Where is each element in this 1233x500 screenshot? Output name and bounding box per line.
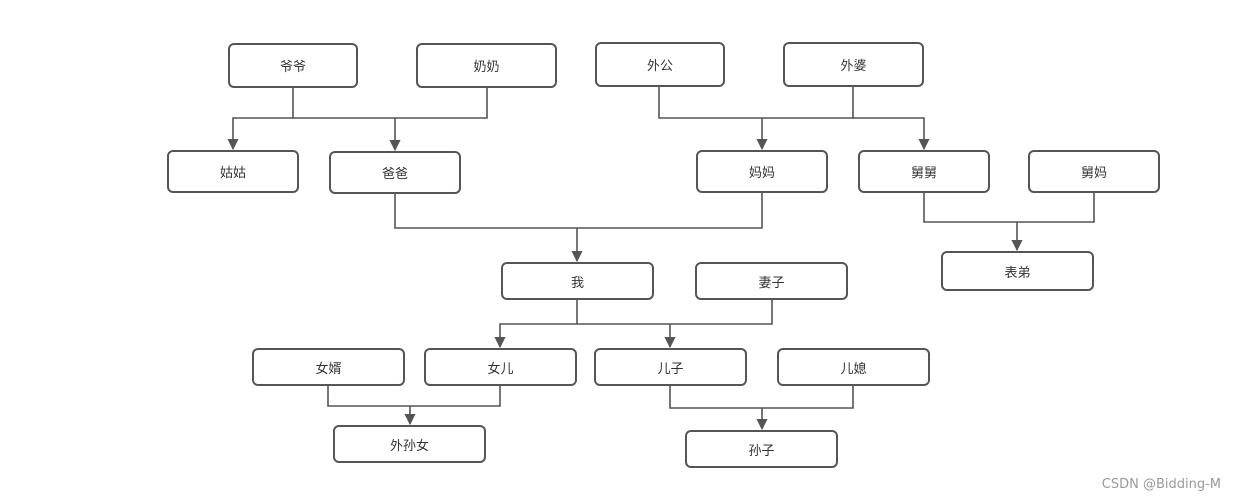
node-nver: 女儿 <box>424 348 577 386</box>
node-erxi: 儿媳 <box>777 348 930 386</box>
node-waisunnv: 外孙女 <box>333 425 486 463</box>
node-biaodi: 表弟 <box>941 251 1094 291</box>
node-gugu: 姑姑 <box>167 150 299 193</box>
node-mama-label: 妈妈 <box>748 166 775 181</box>
node-jiujiu: 舅舅 <box>858 150 990 193</box>
edge-baba-mama-bar <box>394 192 763 229</box>
node-sunzi-label: 孙子 <box>748 443 775 459</box>
edge-nvxu-nver-bar <box>327 385 501 407</box>
node-biaodi-label: 表弟 <box>1004 265 1031 281</box>
edge-wo-qizi-bar <box>576 299 773 325</box>
node-baba: 爸爸 <box>329 151 461 194</box>
node-nver-label: 女儿 <box>487 361 514 377</box>
edge-to-gugu <box>227 117 293 151</box>
node-sunzi: 孙子 <box>685 430 838 468</box>
node-waipo: 外婆 <box>783 42 924 87</box>
node-wo-label: 我 <box>570 275 584 291</box>
node-qizi-label: 妻子 <box>758 275 785 291</box>
edge-to-nver <box>494 323 577 349</box>
node-yeye: 爷爷 <box>228 43 358 88</box>
node-waisunnv-label: 外孙女 <box>389 438 429 454</box>
node-erzi: 儿子 <box>594 348 747 386</box>
edge-to-jiujiu <box>853 117 930 151</box>
node-waigong: 外公 <box>595 42 725 87</box>
node-erxi-label: 儿媳 <box>840 361 867 377</box>
node-jiuma: 舅妈 <box>1028 150 1160 193</box>
node-waigong-label: 外公 <box>646 59 673 74</box>
edge-erzi-erxi-bar <box>669 385 854 409</box>
node-qizi: 妻子 <box>695 262 848 300</box>
node-nainai: 奶奶 <box>416 43 557 88</box>
node-baba-label: 爸爸 <box>381 167 408 182</box>
node-erzi-label: 儿子 <box>657 361 684 377</box>
node-wo: 我 <box>501 262 654 300</box>
watermark: CSDN @Bidding-M <box>1101 477 1221 492</box>
node-mama: 妈妈 <box>696 150 828 193</box>
node-waipo-label: 外婆 <box>840 59 867 74</box>
edge-waigong-waipo-bar <box>658 86 854 119</box>
node-yeye-label: 爷爷 <box>279 60 306 75</box>
edge-jiujiu-jiuma-bar <box>923 192 1095 223</box>
node-nvxu: 女婿 <box>252 348 405 386</box>
node-nainai-label: 奶奶 <box>473 60 500 75</box>
node-gugu-label: 姑姑 <box>219 166 246 181</box>
node-jiuma-label: 舅妈 <box>1080 166 1107 181</box>
node-nvxu-label: 女婿 <box>315 361 342 377</box>
node-jiujiu-label: 舅舅 <box>910 166 937 181</box>
edge-yeye-nainai-bar <box>292 87 488 119</box>
